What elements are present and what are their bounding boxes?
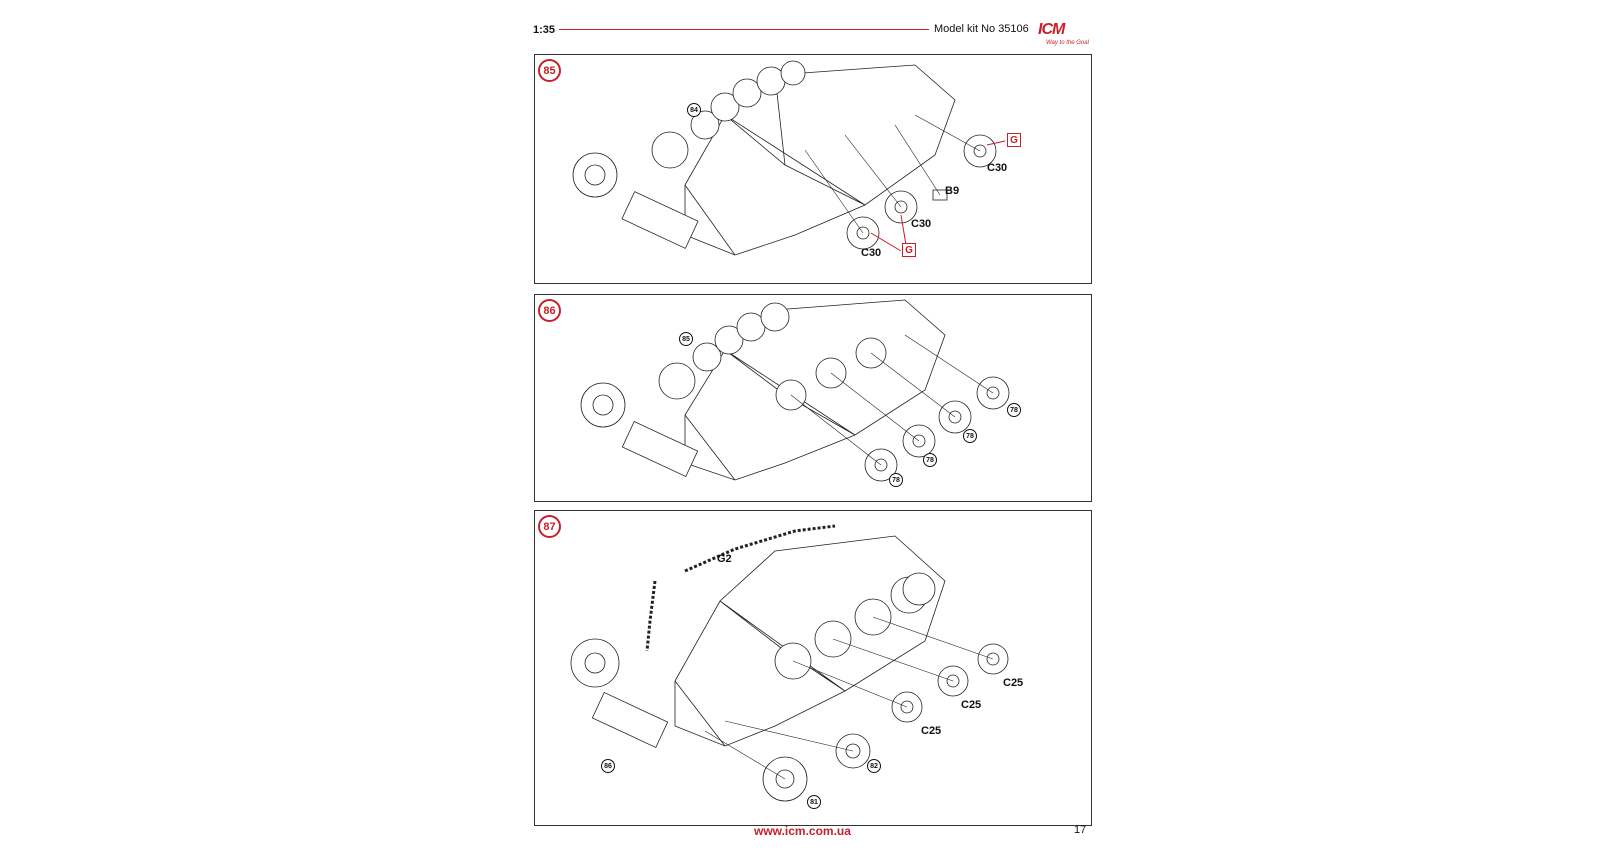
step-number: 86: [538, 299, 561, 322]
part-ref: 86: [601, 759, 615, 773]
logo-tagline: Way to the Goal: [1046, 40, 1089, 46]
scale-label: 1:35: [533, 24, 556, 36]
step-number: 87: [538, 515, 561, 538]
part-ref: 81: [807, 795, 821, 809]
step-86-panel: 86 85 78 78 78 78: [534, 294, 1092, 502]
step-86-drawing: [580, 299, 1010, 482]
website-link[interactable]: www.icm.com.ua: [754, 824, 851, 838]
part-ref: 78: [889, 473, 903, 487]
part-ref: 78: [923, 453, 937, 467]
step-85-drawing: [572, 60, 1006, 256]
step-87-drawing: [570, 524, 1009, 802]
glue-note: G: [902, 243, 916, 257]
part-ref: 84: [687, 103, 701, 117]
part-ref: 85: [679, 332, 693, 346]
part-label: C25: [921, 725, 942, 737]
page-header: 1:35 Model kit No 35106 ICM Way to the G…: [530, 20, 1090, 50]
kit-number: Model kit No 35106: [934, 23, 1029, 35]
part-label: C30: [911, 218, 932, 230]
step-number: 85: [538, 59, 561, 82]
part-ref: 78: [1007, 403, 1021, 417]
glue-note: G: [1007, 133, 1021, 147]
page-number: 17: [1074, 824, 1087, 836]
header-divider: [559, 29, 929, 30]
part-label: G2: [717, 553, 732, 565]
part-ref: 82: [867, 759, 881, 773]
part-label: C25: [961, 699, 982, 711]
icm-logo: ICM Way to the Goal: [1032, 20, 1094, 50]
instruction-page: 1:35 Model kit No 35106 ICM Way to the G…: [530, 20, 1092, 846]
logo-text: ICM: [1038, 21, 1065, 38]
step-85-panel: 85 84 C30 B9 C30 C30 G G: [534, 54, 1092, 284]
part-label: C25: [1003, 677, 1024, 689]
part-label: C30: [861, 247, 882, 259]
step-87-panel: 87 G2 C25 C25 C25 86 82 81: [534, 510, 1092, 826]
part-label: C30: [987, 162, 1008, 174]
part-label: B9: [945, 185, 960, 197]
part-ref: 78: [963, 429, 977, 443]
